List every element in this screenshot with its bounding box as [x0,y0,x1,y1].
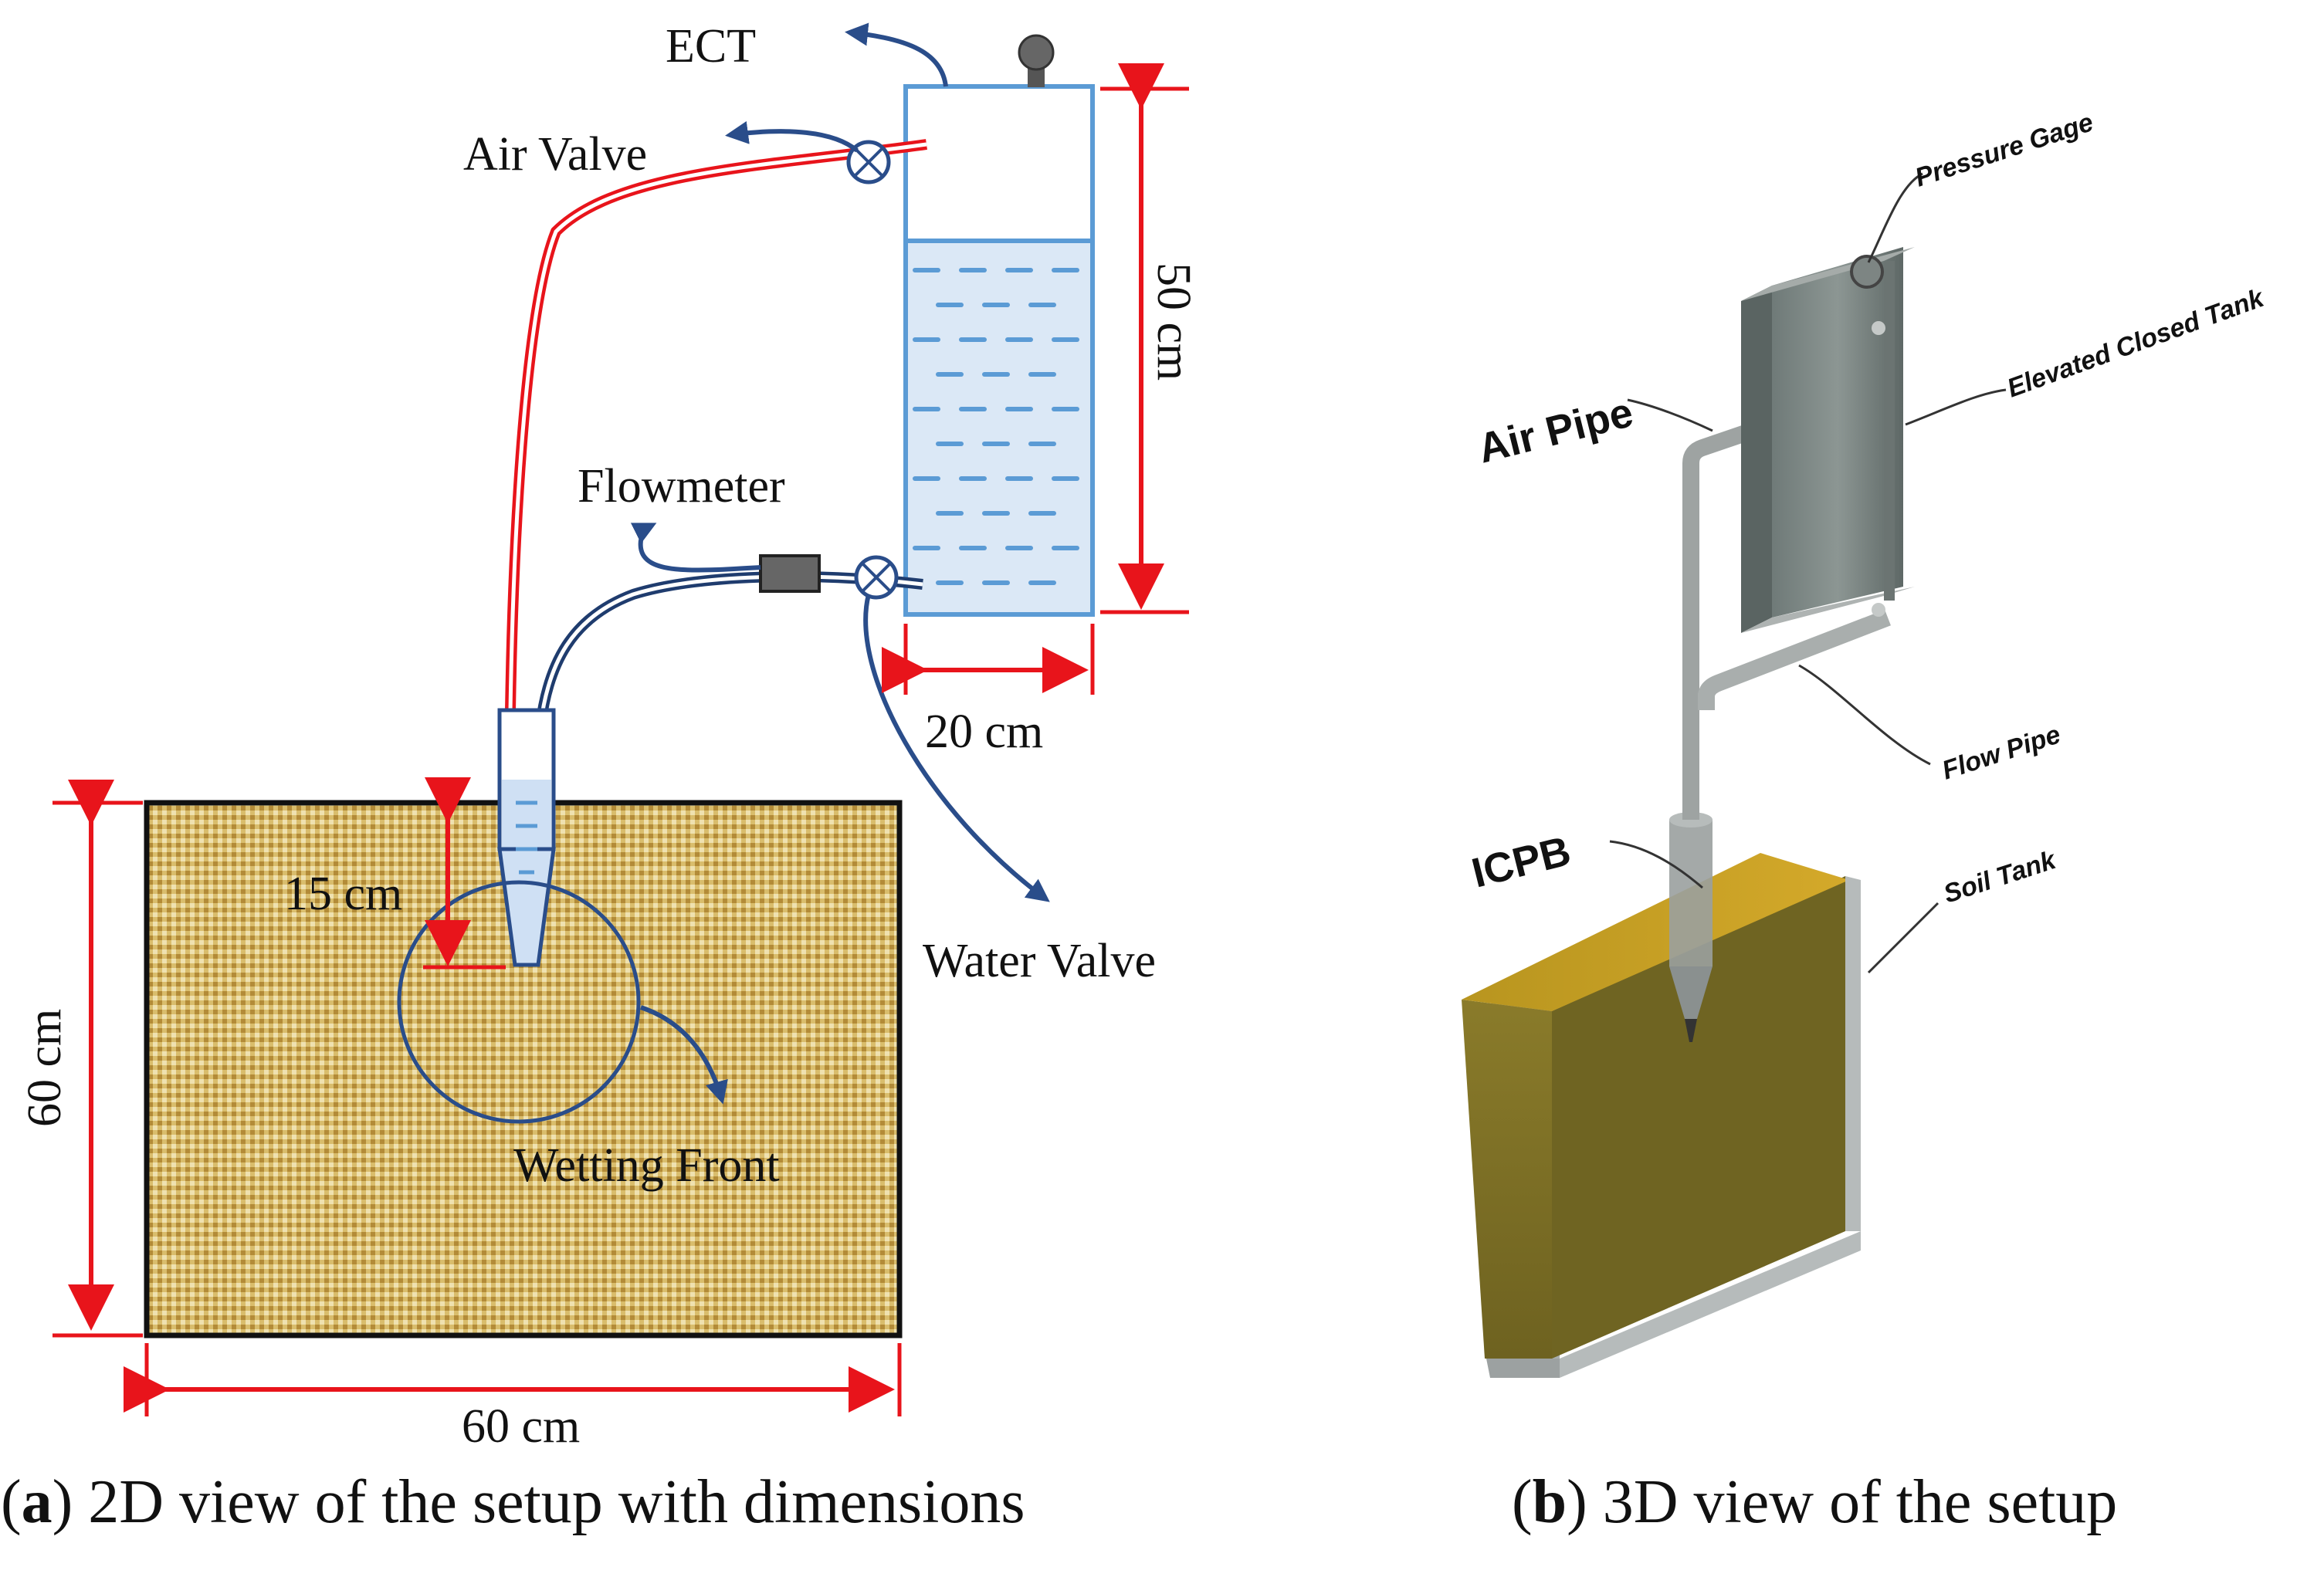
wetting-front-arrow [640,1005,728,1105]
label-soil-height: 60 cm [19,1009,71,1127]
caption-b: (b) 3D view of the setup [1512,1468,2117,1536]
label-air-pipe: Air Pipe [1473,389,1638,472]
label-15cm: 15 cm [284,868,402,920]
caption-a: (a) 2D view of the setup with dimensions [1,1468,1025,1536]
label-elevated-closed-tank: Elevated Closed Tank [2004,283,2269,403]
panel-b-3d-view: Pressure Gage Elevated Closed Tank Air P… [1462,107,2269,1536]
panel-a-2d-view: ECT Air Valve Flowmeter Water Valve [1,20,1200,1536]
air-valve-icon [846,140,891,184]
caption-a-letter: a [22,1468,53,1536]
water-valve-arrow [863,594,1050,902]
pressure-gage-3d-icon [1850,255,1884,289]
label-wetting-front: Wetting Front [513,1139,780,1192]
caption-b-text: 3D view of the setup [1587,1468,2118,1536]
label-pressure-gage: Pressure Gage [1912,107,2097,192]
water-valve-icon [854,555,899,600]
label-water-valve: Water Valve [923,935,1156,987]
flowmeter-icon [759,554,821,593]
label-air-valve: Air Valve [463,128,647,181]
caption-b-letter: b [1533,1468,1567,1536]
wetting-front-circle [397,880,641,1124]
elevated-tank [903,84,1095,617]
elevated-tank-3d [1741,247,1915,633]
ect-arrow [845,22,948,87]
caption-a-text: 2D view of the setup with dimensions [73,1468,1025,1536]
air-valve-arrow [725,120,859,153]
air-pipe-3d [1682,376,1891,820]
icpb-probe [497,708,556,967]
flow-pipe-3d [1698,609,1891,710]
label-icpb: ICPB [1467,827,1575,896]
soil-tank-3d [1462,853,1861,1378]
label-flow-pipe: Flow Pipe [1939,719,2065,785]
pressure-gage-icon [1018,34,1055,87]
label-flowmeter: Flowmeter [578,460,785,513]
label-ect: ECT [666,20,756,73]
label-soil-tank: Soil Tank [1940,845,2061,909]
flowmeter-arrow [630,523,761,573]
icpb-3d [1669,812,1713,1042]
label-soil-width: 60 cm [462,1400,580,1453]
label-50cm: 50 cm [1147,262,1200,381]
label-20cm: 20 cm [925,706,1043,758]
